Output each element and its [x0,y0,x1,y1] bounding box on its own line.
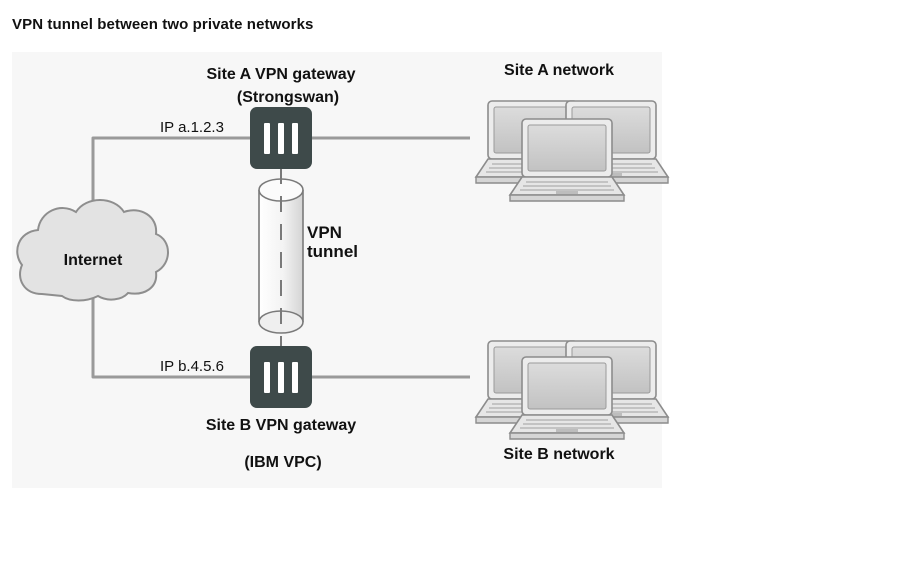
site-b-gateway-label: Site B VPN gateway [205,417,357,434]
internet-label: Internet [63,252,123,269]
site-b-gateway-sublabel: (IBM VPC) [244,454,322,471]
site-b-gateway-ip: IP b.4.5.6 [160,358,224,375]
site-a-network-label: Site A network [504,62,614,79]
internet-cloud-icon [16,199,169,302]
site-a-gateway-sublabel: (Strongswan) [236,89,340,106]
site-b-network-icon [475,340,669,440]
site-a-gateway-ip: IP a.1.2.3 [160,119,224,136]
site-a-gateway-icon [250,107,312,169]
site-b-gateway-icon [250,346,312,408]
vpn-tunnel-label-line2: tunnel [307,242,358,261]
vpn-tunnel [258,168,304,350]
page-title: VPN tunnel between two private networks [12,16,314,33]
connection-lines [91,136,470,379]
vpn-tunnel-label-line1: VPN [307,223,342,242]
site-a-network-icon [475,100,669,202]
internet-to-site-a-line [91,136,250,214]
site-a-gateway-label: Site A VPN gateway [206,66,356,83]
site-b-network-label: Site B network [503,446,615,463]
internet-to-site-b-line [91,286,250,379]
